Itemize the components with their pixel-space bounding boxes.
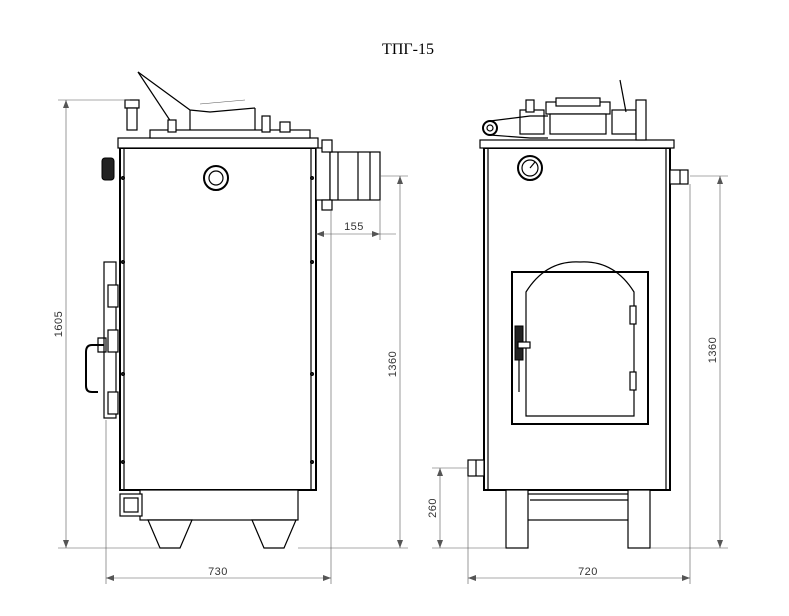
side-dimensions: 1605 1360 155 730: [53, 99, 408, 584]
dim-side-total-height: 1605: [53, 311, 65, 337]
dim-front-inlet-height: 260: [427, 498, 439, 518]
outlet-pipe: [669, 169, 689, 185]
dim-side-width: 730: [208, 566, 228, 578]
drawing-title: ТПГ-15: [382, 41, 434, 58]
side-leg-left: [147, 519, 193, 549]
side-body: [119, 147, 317, 491]
fire-door: [511, 271, 649, 425]
door-window: [525, 261, 635, 417]
ash-drawer: [515, 493, 639, 521]
front-view: [467, 79, 689, 549]
ash-pan: [139, 489, 299, 521]
side-leg-right: [251, 519, 297, 549]
dim-front-body-height: 1360: [707, 337, 719, 363]
front-leg-left: [505, 489, 529, 549]
door-handle: [85, 344, 104, 393]
dim-front-width: 720: [578, 566, 598, 578]
dim-side-flue-offset: 155: [344, 221, 364, 233]
side-view: [85, 71, 381, 549]
side-knob: [101, 157, 115, 181]
inspection-port: [203, 165, 229, 191]
dim-side-body-height: 1360: [387, 351, 399, 377]
front-dimensions: 1360 260 720: [427, 175, 728, 584]
temperature-gauge-icon: [517, 155, 543, 181]
front-leg-right: [627, 489, 651, 549]
